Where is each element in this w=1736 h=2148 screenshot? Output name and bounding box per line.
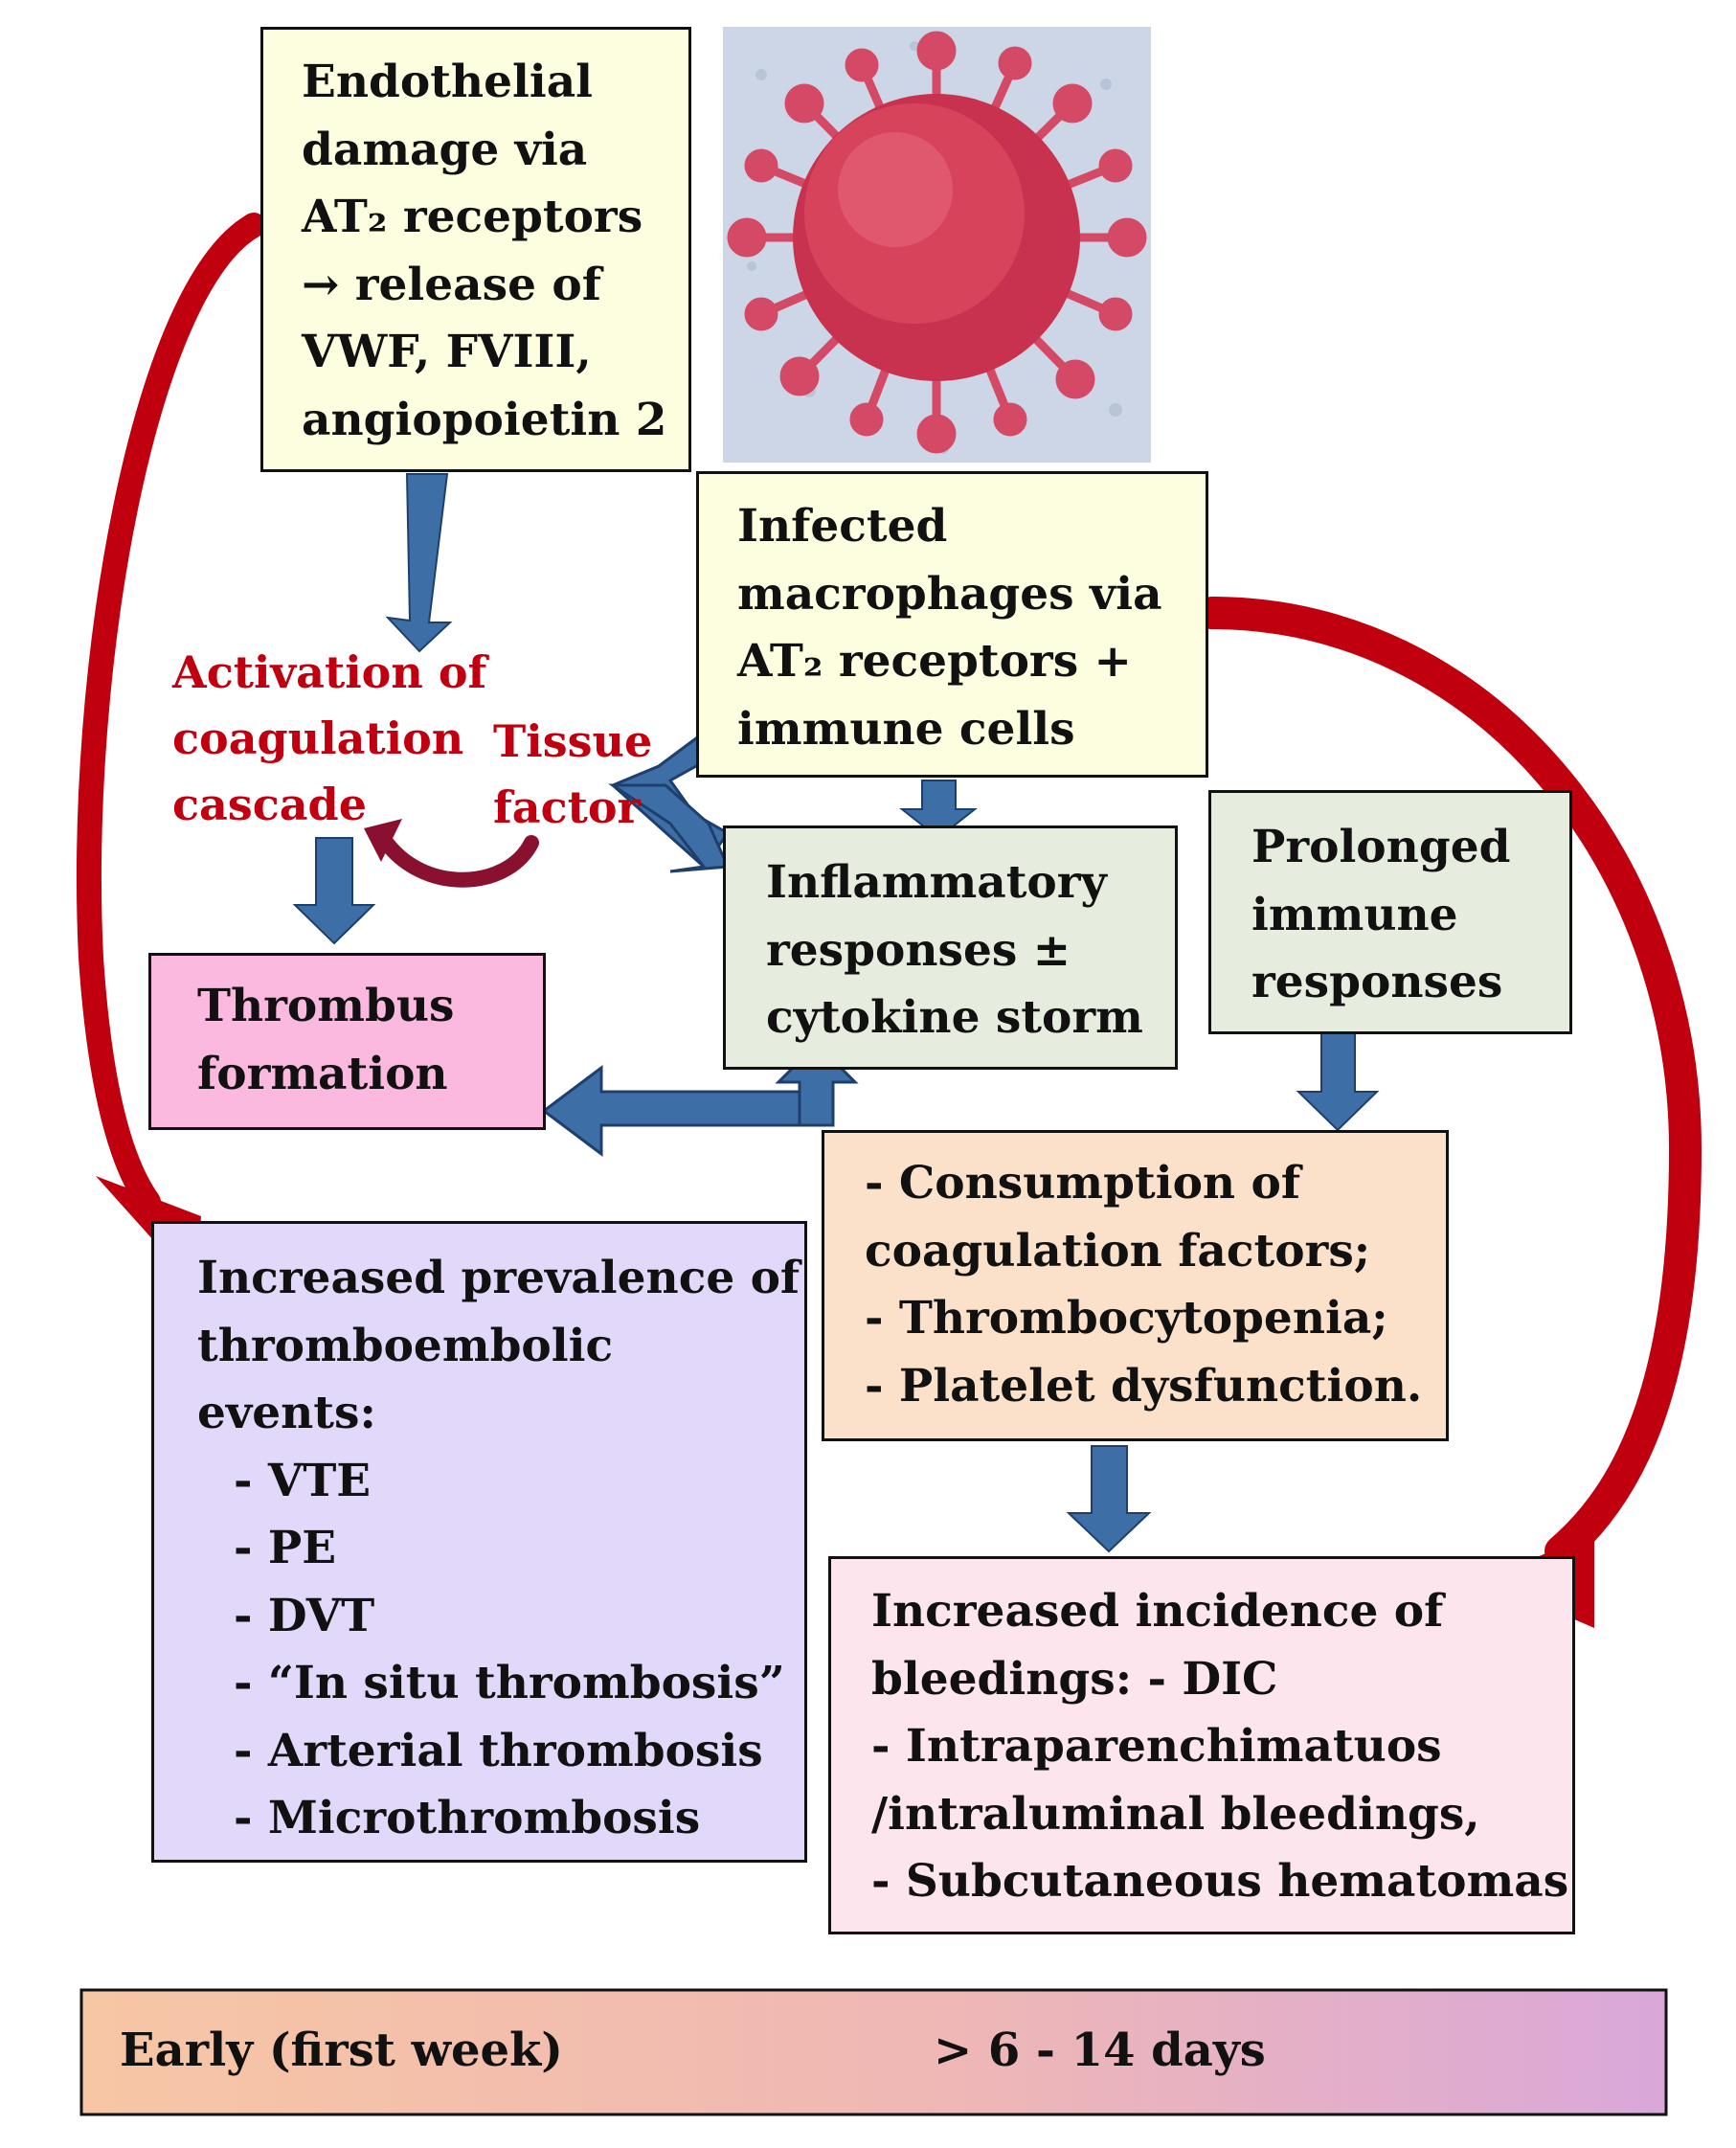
bleedings-line-1: Increased incidence of [871,1585,1444,1638]
endothelial-line-5: VWF, FVIII, [302,326,592,378]
thromboembolic-line-3: events: [197,1387,376,1439]
endothelial-line-4: → release of [302,258,601,311]
timeline-late-label: > 6 - 14 days [934,2024,1266,2077]
list-item: - Microthrombosis [234,1792,701,1844]
thromboembolic-line-1: Increased prevalence of [197,1252,800,1304]
infected-line-4: immune cells [737,702,1075,756]
thrombus-line-1: Thrombus [197,980,455,1032]
blue-arrow-cascade-to-thrombus [292,837,376,945]
list-item: - “In situ thrombosis” [234,1657,785,1709]
endothelial-line-3: AT₂ receptors [302,191,643,243]
consumption-line-2: coagulation factors; [865,1224,1371,1277]
thromboembolic-line-2: thromboembolic [197,1319,614,1372]
endothelial-damage-box: Endothelial damage via AT₂ receptors → r… [260,27,691,472]
inflammatory-responses-box: Inflammatory responses ± cytokine storm [723,825,1178,1070]
consumption-line-3: - Thrombocytopenia; [865,1292,1388,1345]
bleedings-line-2: bleedings: - DIC [871,1652,1278,1706]
prolonged-line-3: responses [1251,956,1503,1008]
bleedings-line-4: /intraluminal bleedings, [871,1787,1480,1841]
infected-line-1: Infected [737,500,948,553]
thrombus-formation-box: Thrombus formation [148,953,546,1130]
inflammatory-line-3: cytokine storm [766,991,1143,1044]
infected-line-2: macrophages via [737,567,1162,621]
endothelial-line-1: Endothelial [302,56,594,108]
thrombus-line-2: formation [197,1047,448,1100]
activation-line-3: cascade [172,779,367,830]
endothelial-line-2: damage via [302,123,588,176]
blue-arrow-endothelial-to-cascade [385,473,453,653]
list-item: - DVT [234,1589,375,1642]
blue-arrow-prolonged-to-consumption [1296,1029,1380,1132]
infected-macrophages-box: Infected macrophages via AT₂ receptors +… [696,471,1208,778]
activation-line-2: coagulation [172,712,464,764]
tissue-factor-label: Tissue factor [493,709,652,841]
list-item: - PE [234,1522,337,1574]
list-item: - VTE [234,1454,372,1507]
prolonged-line-1: Prolonged [1251,821,1511,873]
tissue-factor-line-2: factor [493,781,641,833]
timeline-early-label: Early (first week) [120,2024,563,2077]
infected-line-3: AT₂ receptors + [737,635,1132,688]
endothelial-line-6: angiopoietin 2 [302,393,667,446]
bleedings-line-5: - Subcutaneous hematomas [871,1855,1569,1908]
prolonged-immune-box: Prolonged immune responses [1208,790,1572,1034]
consumption-line-4: - Platelet dysfunction. [865,1359,1423,1413]
tissue-factor-line-1: Tissue [493,715,653,767]
bleedings-box: Increased incidence of bleedings: - DIC … [828,1556,1575,1934]
red-curved-arrow-right [1195,597,1702,1628]
activation-line-1: Activation of [172,646,487,698]
inflammatory-line-1: Inflammatory [766,856,1107,909]
consumption-line-1: - Consumption of [865,1157,1301,1210]
list-item: - Arterial thrombosis [234,1724,763,1777]
inflammatory-line-2: responses ± [766,923,1071,977]
consumption-box: - Consumption of coagulation factors; - … [822,1130,1449,1441]
prolonged-line-2: immune [1251,888,1458,941]
thromboembolic-events-box: Increased prevalence of thromboembolic e… [151,1221,807,1863]
blue-arrow-consumption-to-bleedings [1066,1445,1152,1553]
activation-label: Activation of coagulation cascade [172,640,486,838]
bleedings-line-3: - Intraparenchimatuos [871,1720,1442,1773]
virus-illustration [723,27,1151,463]
thromboembolic-list: - VTE - PE - DVT - “In situ thrombosis” … [197,1448,804,1853]
